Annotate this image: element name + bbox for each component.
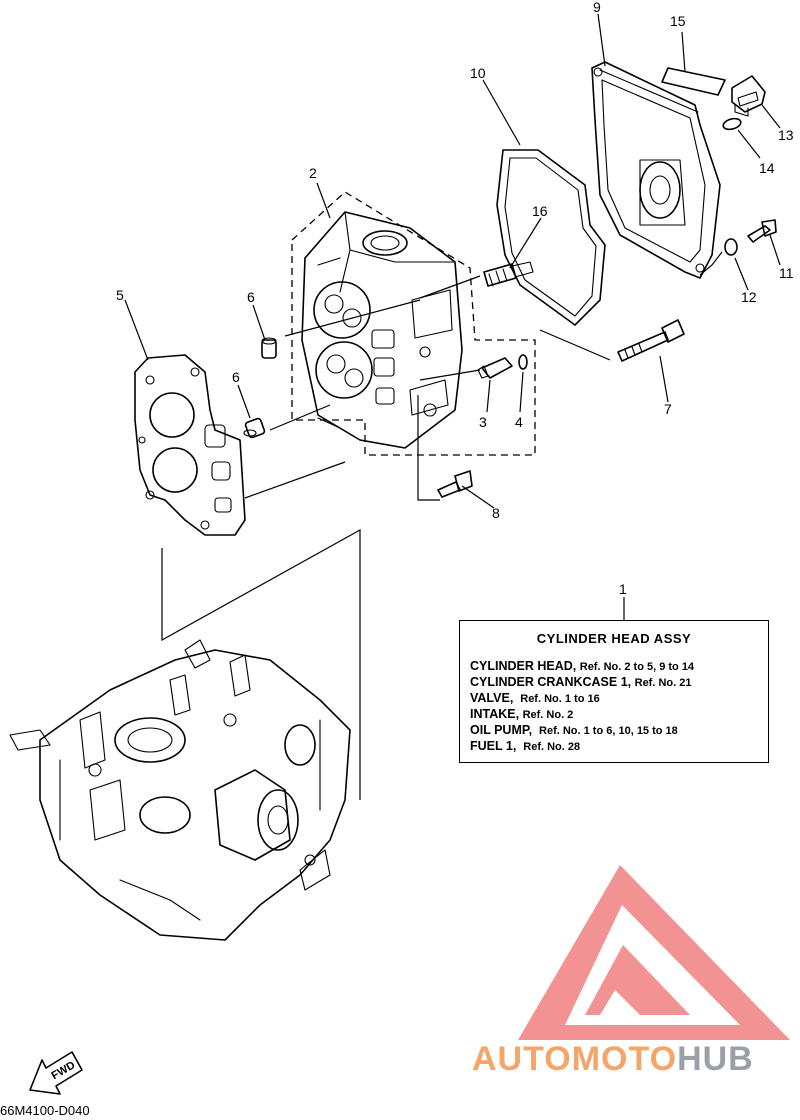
watermark-part-2: HUB: [677, 1040, 754, 1078]
cylinder-head-cover: [591, 61, 721, 279]
callout-9: 9: [593, 0, 601, 15]
callout-3: 3: [479, 414, 487, 430]
info-line: INTAKE, Ref. No. 2: [470, 707, 574, 721]
info-line: CYLINDER HEAD, Ref. No. 2 to 5, 9 to 14: [470, 659, 695, 673]
callout-5: 5: [116, 287, 124, 303]
watermark-logo: [518, 865, 790, 1040]
cover-gasket: [496, 149, 606, 326]
dowel-pin-upper: [261, 337, 277, 359]
callout-8: 8: [492, 505, 500, 521]
o-ring-small: [518, 354, 528, 370]
info-line: CYLINDER CRANKCASE 1, Ref. No. 21: [470, 675, 692, 689]
long-bolt: [617, 319, 685, 362]
assembly-info-box: CYLINDER HEAD ASSY CYLINDER HEAD, Ref. N…: [459, 620, 769, 763]
callout-15: 15: [670, 13, 686, 29]
callout-16: 16: [532, 203, 548, 219]
cover-bolt: [747, 219, 777, 243]
callout-2: 2: [309, 165, 317, 181]
watermark-part-1: AUTOMOTO: [472, 1040, 678, 1078]
drawing-code: 66M4100-D040: [0, 1103, 90, 1118]
cylinder-head: [301, 211, 463, 449]
alignment-lines: [161, 251, 723, 800]
callout-1: 1: [619, 581, 627, 597]
forward-arrow-icon: FWD: [29, 1051, 83, 1095]
info-line: OIL PUMP, Ref. No. 1 to 6, 10, 15 to 18: [470, 723, 678, 737]
callout-4: 4: [515, 414, 523, 430]
callout-14: 14: [759, 160, 775, 176]
callout-7: 7: [664, 401, 672, 417]
info-box-title: CYLINDER HEAD ASSY: [536, 631, 692, 646]
dowel-pin-lower: [243, 417, 266, 439]
watermark-brand: AUTOMOTOHUB: [472, 1040, 754, 1079]
callout-12: 12: [741, 289, 757, 305]
callout-6-lower: 6: [232, 369, 240, 385]
crankcase-block: [9, 639, 351, 941]
callout-10: 10: [470, 65, 486, 81]
callout-13: 13: [778, 127, 794, 143]
oil-filler-cap: [731, 75, 766, 117]
info-line: VALVE, Ref. No. 1 to 16: [470, 691, 600, 705]
callout-leaders: [124, 13, 781, 620]
info-box-list: CYLINDER HEAD, Ref. No. 2 to 5, 9 to 14 …: [470, 659, 694, 755]
info-line: FUEL 1, Ref. No. 28: [470, 739, 581, 753]
o-ring-cap: [722, 117, 742, 131]
label-plate: [661, 67, 726, 96]
head-gasket: [134, 354, 246, 536]
plug: [477, 357, 513, 379]
washer: [724, 238, 738, 256]
callout-6-upper: 6: [247, 289, 255, 305]
cylinder-head-assembly-frame: [291, 191, 536, 456]
thermo-sensor: [483, 261, 534, 287]
callout-11: 11: [779, 265, 794, 281]
short-bolt: [437, 470, 473, 498]
